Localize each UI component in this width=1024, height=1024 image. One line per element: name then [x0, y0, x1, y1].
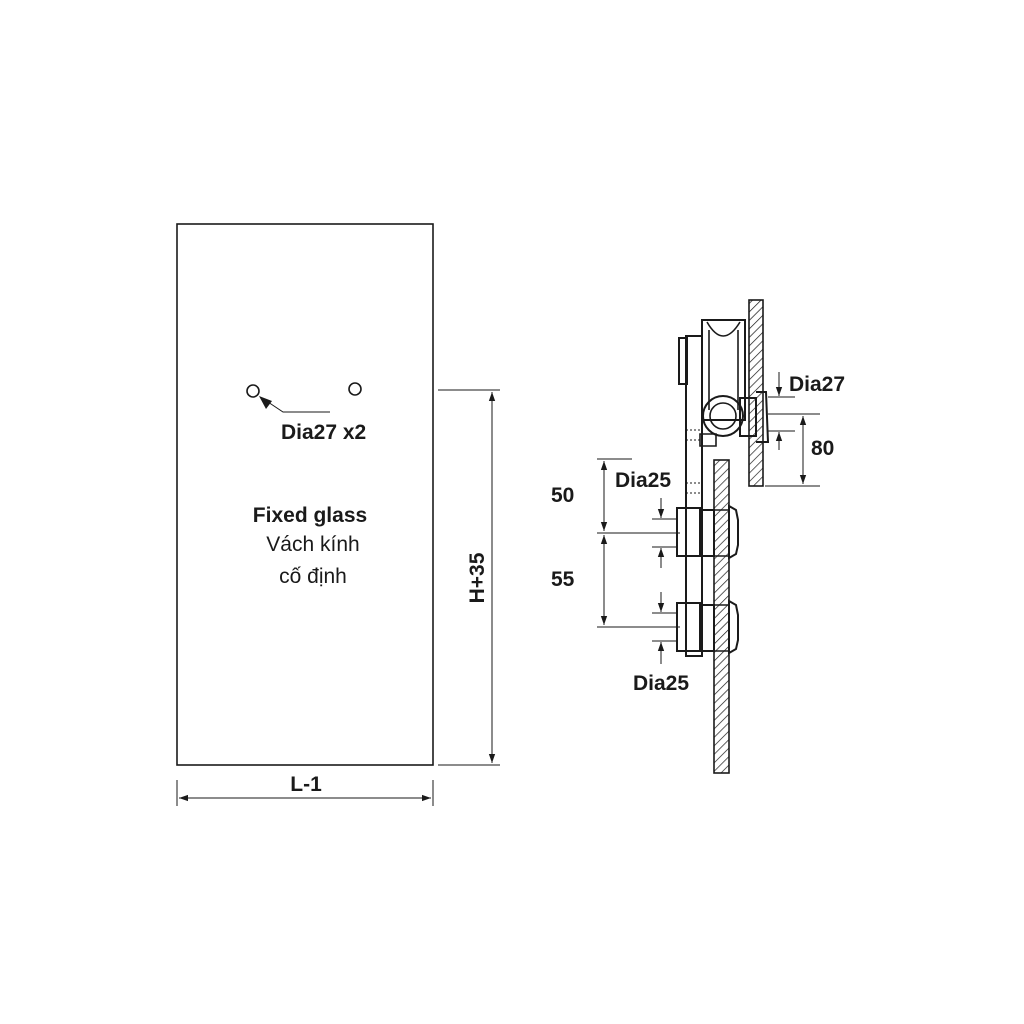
top-hole-dimension: Dia27 80 [765, 372, 845, 487]
offset-80-label: 80 [811, 437, 834, 460]
lower-dia-label: Dia25 [633, 672, 689, 695]
height-dimension: H+35 [438, 389, 500, 766]
mounting-hole-right [348, 382, 362, 396]
door-glass-section [713, 459, 730, 774]
clamp-spacing-dimensions: 50 55 Dia25 Dia25 [551, 458, 689, 695]
roller-assembly [678, 319, 770, 657]
side-section-view: Dia27 80 50 55 Dia25 Dia25 [551, 299, 845, 774]
panel-subtitle-line2: cố định [279, 565, 347, 588]
top-dia-label: Dia27 [789, 373, 845, 396]
width-dimension: L-1 [176, 773, 434, 806]
mounting-hole-left [246, 384, 260, 398]
height-label: H+35 [466, 552, 489, 603]
offset-55-label: 55 [551, 568, 575, 591]
upper-glass-clamp [676, 504, 739, 560]
width-label: L-1 [290, 773, 322, 796]
hole-leader-arrow [259, 396, 272, 409]
offset-50-label: 50 [551, 484, 574, 507]
fixed-glass-panel: Dia27 x2 Fixed glass Vách kính cố định [176, 223, 434, 766]
glass-panel-outline [176, 223, 434, 766]
hole-leader-line [261, 397, 330, 413]
panel-subtitle-line1: Vách kính [266, 533, 359, 556]
upper-dia-label: Dia25 [615, 469, 671, 492]
panel-title: Fixed glass [253, 504, 367, 527]
hole-label: Dia27 x2 [281, 421, 366, 444]
